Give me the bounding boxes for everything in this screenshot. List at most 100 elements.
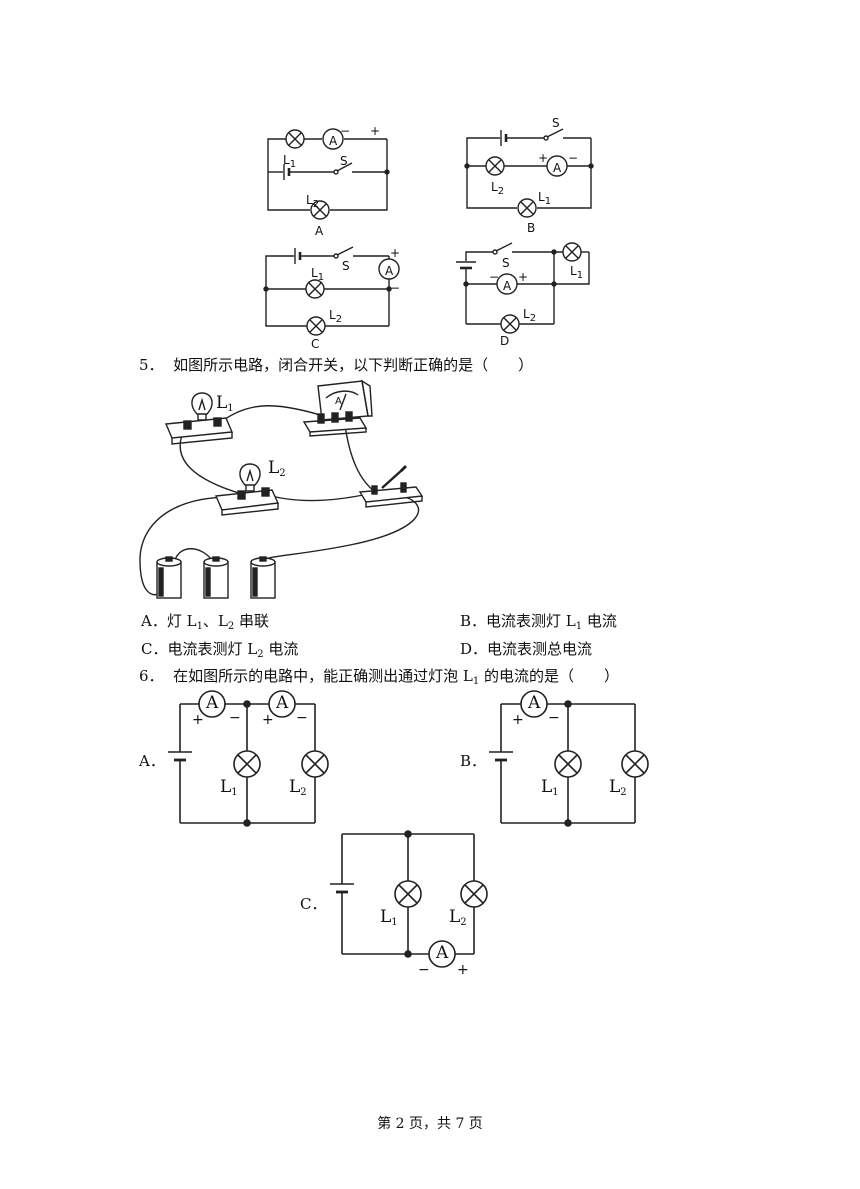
lamp-icon [306, 316, 326, 336]
lamp2-label: L2 [523, 307, 537, 324]
lamp1-label: L1 [283, 153, 297, 170]
lamp2-label: L2 [329, 308, 343, 325]
plus-sign: + [390, 246, 401, 260]
lamp-icon [394, 880, 422, 908]
ammeter-icon [520, 690, 548, 718]
lamp2-label: L2 [609, 777, 627, 798]
light-bulb-icon [191, 392, 213, 421]
q5-option-a: A．灯 L1、L2 串联 [141, 612, 270, 632]
battery-icon [250, 556, 276, 599]
plus-sign: + [262, 712, 274, 728]
diagram-caption: D [500, 334, 510, 348]
q4-diagram-b [464, 128, 594, 218]
ammeter-label: A [276, 693, 289, 713]
q6-option-a-label: A． [139, 752, 165, 770]
ammeter-icon [268, 690, 296, 718]
lamp-board-l2 [214, 463, 280, 516]
lamp-icon [562, 242, 582, 262]
switch-label: S [502, 256, 510, 270]
plus-sign: + [192, 712, 204, 728]
q5-stem: 5． 如图所示电路，闭合开关，以下判断正确的是（ ） [139, 356, 534, 374]
q6-circuit-b [489, 690, 649, 827]
q5-lamp2-label: L2 [268, 458, 286, 479]
q5-option-b: B．电流表测灯 L1 电流 [460, 612, 617, 632]
minus-sign: − [418, 962, 430, 978]
lamp2-label: L2 [289, 777, 307, 798]
lamp1-label: L1 [220, 777, 238, 798]
diagram-caption: B [527, 221, 536, 235]
q5-option-c: C．电流表测灯 L2 电流 [141, 640, 299, 660]
ammeter-label: A [329, 134, 338, 148]
lamp1-label: L1 [570, 264, 584, 281]
minus-sign: − [390, 281, 401, 295]
lamp-icon [485, 156, 505, 176]
minus-sign: − [229, 710, 241, 726]
lamp-icon [460, 880, 488, 908]
battery-icon [203, 556, 229, 599]
lamp-board-l1 [164, 392, 234, 445]
ammeter-label: A [503, 279, 512, 293]
light-bulb-icon [239, 463, 261, 492]
ammeter-icon [546, 155, 568, 177]
ammeter-icon [198, 690, 226, 718]
q6-stem: 6． 在如图所示的电路中，能正确测出通过灯泡 L1 的电流的是（ ） [139, 667, 619, 687]
ammeter-label: A [385, 264, 394, 278]
lamp1-label: L1 [380, 907, 398, 928]
q6-option-b-label: B． [460, 752, 487, 770]
q4-diagram-c [263, 246, 400, 336]
q5-ammeter-face-label: A [335, 396, 342, 407]
lamp-icon [285, 129, 305, 149]
page-footer: 第 2 页，共 7 页 [377, 1116, 483, 1132]
lamp-icon [500, 314, 520, 334]
q6-circuit-c [330, 830, 488, 968]
plus-sign: + [370, 124, 381, 138]
lamp-icon [305, 279, 325, 299]
ammeter-icon [378, 258, 400, 280]
ammeter-label: A [553, 161, 562, 175]
lamp2-label: L2 [449, 907, 467, 928]
ammeter-label: A [528, 693, 541, 713]
diagram-caption: C [311, 337, 320, 351]
ammeter-icon [322, 128, 344, 150]
q4-diagram-d [456, 242, 590, 334]
switch-label: S [340, 154, 348, 168]
lamp-icon [310, 200, 330, 220]
lamp-icon [233, 750, 261, 778]
ammeter-label: A [206, 693, 219, 713]
lamp1-label: L1 [541, 777, 559, 798]
lamp2-label: L2 [306, 193, 320, 210]
lamp-icon [554, 750, 582, 778]
ammeter-icon [428, 940, 456, 968]
lamp1-label: L1 [311, 266, 325, 283]
minus-sign: − [340, 124, 351, 138]
plus-sign: + [457, 962, 469, 978]
lamp2-label: L2 [491, 180, 505, 197]
plus-sign: + [512, 712, 524, 728]
minus-sign: − [568, 151, 579, 165]
plus-sign: + [518, 270, 529, 284]
minus-sign: − [489, 270, 500, 284]
lamp1-label: L1 [538, 190, 552, 207]
q6-option-c-label: C． [300, 895, 327, 913]
battery-icon [156, 556, 182, 599]
minus-sign: − [296, 710, 308, 726]
lamp-icon [621, 750, 649, 778]
switch-device [358, 464, 424, 508]
q5-lamp1-label: L1 [216, 393, 234, 414]
q4-diagram-a [267, 128, 390, 220]
switch-label: S [342, 259, 350, 273]
ammeter-label: A [436, 943, 449, 963]
plus-sign: + [538, 151, 549, 165]
minus-sign: − [548, 710, 560, 726]
q5-option-d: D．电流表测总电流 [460, 640, 593, 658]
switch-label: S [552, 116, 560, 130]
lamp-icon [517, 198, 537, 218]
q6-circuit-a [168, 690, 329, 827]
ammeter-icon [496, 273, 518, 295]
ammeter-device [302, 379, 373, 437]
lamp-icon [301, 750, 329, 778]
diagram-caption: A [315, 224, 324, 238]
